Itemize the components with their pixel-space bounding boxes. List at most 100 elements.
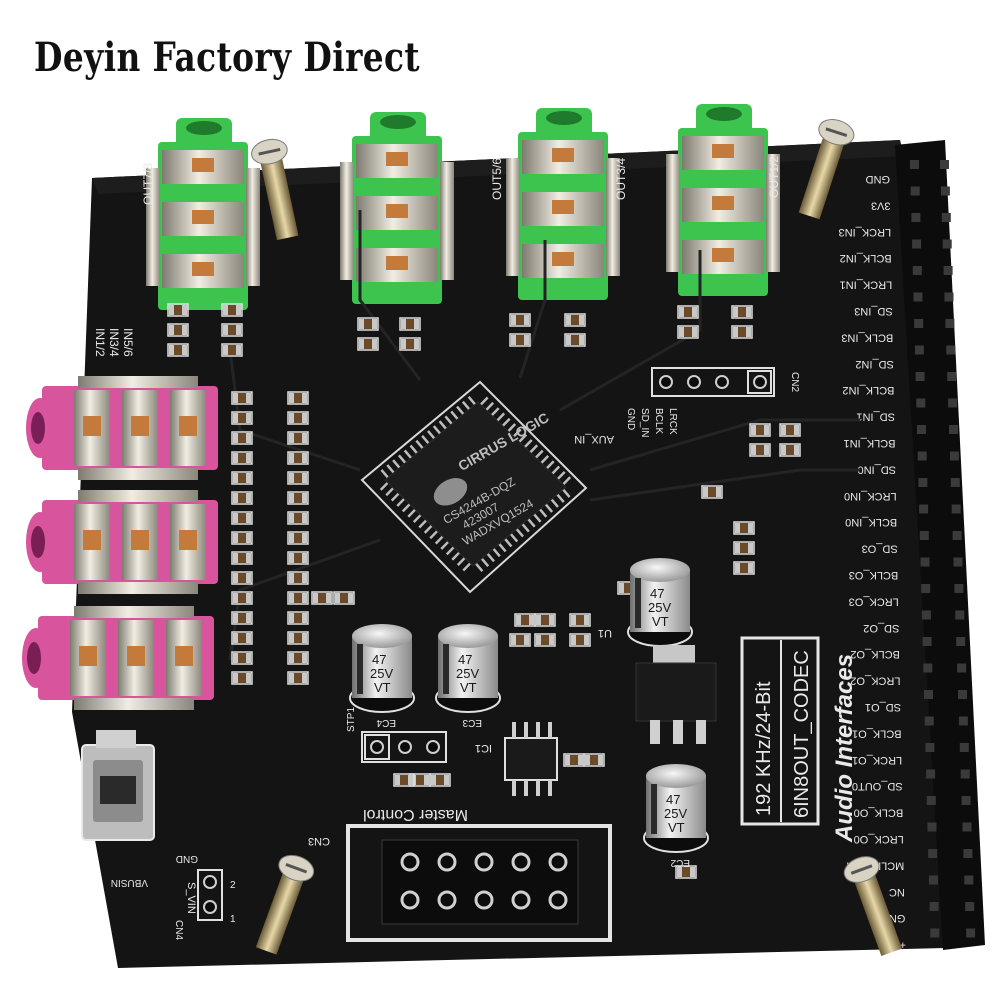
svg-text:IC1: IC1 xyxy=(475,742,492,754)
chip-pin xyxy=(509,533,519,543)
chip-pin xyxy=(409,444,418,454)
header-pin-label: SD_O2 xyxy=(863,622,899,634)
svg-text:25V: 25V xyxy=(370,666,393,681)
control-pin xyxy=(548,852,568,872)
smd-component xyxy=(231,431,253,445)
chip-pin xyxy=(556,493,565,503)
header-pin xyxy=(927,822,937,832)
chip-pin xyxy=(397,454,407,464)
header-pin xyxy=(911,213,921,222)
header-pin xyxy=(914,345,924,355)
header-pin xyxy=(948,398,958,408)
smd-component xyxy=(231,451,253,465)
output-jack[interactable] xyxy=(506,108,620,300)
header-pin xyxy=(961,796,971,805)
header-pin xyxy=(947,372,957,381)
header-pin-label: SD_OUT0 xyxy=(852,780,903,792)
svg-text:VT: VT xyxy=(668,820,685,835)
input-jack[interactable] xyxy=(26,376,218,480)
smd-component xyxy=(393,773,415,787)
smd-component xyxy=(733,561,755,575)
header-pin xyxy=(922,637,932,646)
smd-component xyxy=(231,511,253,525)
header-pin xyxy=(910,186,920,196)
header-pin xyxy=(943,266,953,275)
header-pin xyxy=(960,769,970,779)
smd-component xyxy=(231,471,253,485)
smd-component xyxy=(749,423,771,437)
chip-pin xyxy=(492,547,501,558)
smd-component xyxy=(231,551,253,565)
header-pin-label: BCLK_IN2 xyxy=(842,384,894,396)
output-jack[interactable] xyxy=(146,118,260,310)
ic1-pin xyxy=(512,780,516,796)
smd-component xyxy=(287,431,309,445)
header-pin xyxy=(942,239,952,249)
chip-pin xyxy=(501,417,511,427)
chip-pin xyxy=(486,552,495,563)
smd-component xyxy=(583,753,605,767)
board-speed-label: 192 KHz/24-Bit xyxy=(753,681,775,816)
header-pin-label: NC xyxy=(889,886,905,898)
ic1-pin xyxy=(548,780,552,796)
header-pin xyxy=(966,928,976,938)
smd-component xyxy=(287,451,309,465)
chip-pin xyxy=(423,524,433,534)
smd-component xyxy=(287,511,309,525)
chip-pin xyxy=(385,487,395,497)
chip-pin xyxy=(562,476,572,486)
svg-text:CN3: CN3 xyxy=(308,835,330,847)
input-jack[interactable] xyxy=(22,606,214,710)
chip-pin xyxy=(386,464,395,474)
header-pin xyxy=(940,160,949,169)
smd-component xyxy=(569,613,591,627)
header-pin xyxy=(916,398,926,408)
input-jack[interactable] xyxy=(26,490,218,594)
header-pin xyxy=(920,557,930,567)
aux-pin-label: LRCK xyxy=(667,408,678,435)
header-pin xyxy=(928,875,938,885)
board-codec-label: 6IN8OUT_CODEC xyxy=(791,650,813,818)
svg-text:VT: VT xyxy=(460,680,477,695)
control-pin xyxy=(511,890,531,910)
header-pin xyxy=(958,716,968,726)
svg-text:47: 47 xyxy=(666,792,680,807)
header-pin-label: LRCK_O2 xyxy=(850,675,900,687)
ic1-pin xyxy=(536,780,540,796)
header-pin xyxy=(951,504,961,514)
output-jack[interactable] xyxy=(666,104,780,296)
control-pin xyxy=(474,852,494,872)
header-pin xyxy=(940,186,950,196)
chip-pin xyxy=(515,528,525,538)
header-pin xyxy=(910,160,919,169)
chip-pin xyxy=(480,557,490,568)
header-pin xyxy=(919,504,929,514)
svg-text:2: 2 xyxy=(230,880,236,891)
chip-pin xyxy=(498,542,507,553)
output-jack[interactable] xyxy=(340,112,454,304)
header-pin xyxy=(945,319,955,328)
header-pin xyxy=(929,902,939,911)
smd-component xyxy=(514,613,536,627)
header-pin xyxy=(962,822,972,832)
ic1-pin xyxy=(512,722,516,738)
ic1-pin xyxy=(524,780,528,796)
header-pin xyxy=(917,425,926,434)
cn4-connector: S_VIN CN4 GND 1 2 xyxy=(173,853,236,940)
svg-text:25V: 25V xyxy=(664,806,687,821)
chip-pin xyxy=(392,459,401,469)
smd-component xyxy=(399,317,421,331)
pcb-body xyxy=(72,140,945,968)
electrolytic-capacitor: 4725VVTEC1 xyxy=(627,558,693,662)
chip-pin xyxy=(467,395,477,406)
header-pin xyxy=(963,849,973,858)
smd-component xyxy=(677,325,699,339)
header-pin xyxy=(941,213,951,222)
chip-pin xyxy=(434,535,444,545)
chip-pin xyxy=(432,425,442,435)
header-pin-label: LRCK_IN1 xyxy=(840,279,893,291)
header-pin-label: BCLK_O2 xyxy=(850,648,900,660)
header-pin-label: LRCK_IN3 xyxy=(839,226,892,238)
